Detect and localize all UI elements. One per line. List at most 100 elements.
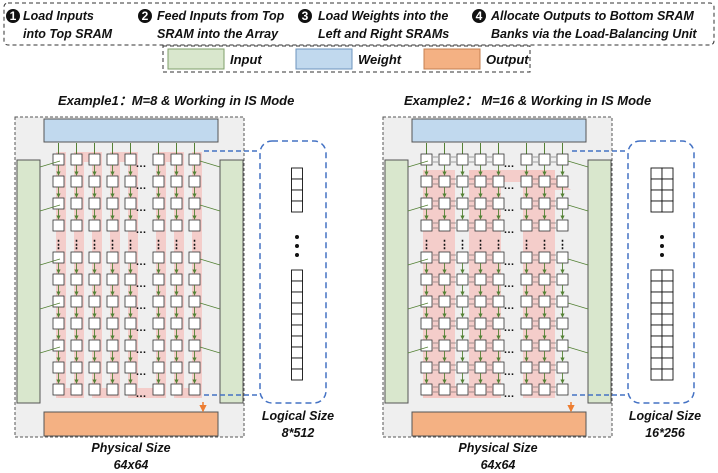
pe-cell xyxy=(474,317,487,330)
pe-cell xyxy=(538,383,551,396)
ellipsis: … xyxy=(136,224,147,236)
ellipsis: ⋮ xyxy=(53,239,64,251)
pe-cell xyxy=(492,175,505,188)
logical-cell xyxy=(661,302,674,315)
logical-cell xyxy=(291,280,303,293)
pe-cell xyxy=(520,219,533,232)
pe-cell xyxy=(152,219,165,232)
pe-cell xyxy=(420,219,433,232)
pe-cell xyxy=(106,383,119,396)
ellipsis: … xyxy=(504,158,515,170)
pe-cell xyxy=(188,273,201,286)
pe-cell xyxy=(106,361,119,374)
logical-cell xyxy=(291,178,303,191)
weight-line xyxy=(407,346,429,354)
logical-cell xyxy=(650,302,663,315)
pe-cell xyxy=(456,383,469,396)
pe-cell xyxy=(520,153,533,166)
right-sram-weight xyxy=(587,159,612,404)
pe-cell xyxy=(420,197,433,210)
pe-cell xyxy=(170,339,183,352)
legend-swatch-weight xyxy=(295,48,353,70)
pe-cell xyxy=(188,295,201,308)
pe-cell xyxy=(556,175,569,188)
logical-cell xyxy=(661,346,674,359)
pe-cell xyxy=(52,317,65,330)
pe-cell xyxy=(188,251,201,264)
weight-line xyxy=(39,302,61,310)
logical-cell xyxy=(291,335,303,348)
pe-cell xyxy=(188,219,201,232)
pe-cell xyxy=(88,317,101,330)
weight-line xyxy=(567,302,589,310)
pe-cell xyxy=(520,295,533,308)
pe-cell xyxy=(70,219,83,232)
pe-cell xyxy=(420,251,433,264)
pe-cell xyxy=(170,361,183,374)
step-number-badge xyxy=(298,9,312,23)
pe-cell xyxy=(70,175,83,188)
pe-cell xyxy=(474,197,487,210)
ellipsis: ⋮ xyxy=(493,239,504,251)
logical-cell xyxy=(291,313,303,326)
ellipsis: ⋮ xyxy=(439,239,450,251)
logical-cell xyxy=(661,313,674,326)
pe-cell xyxy=(124,219,137,232)
pe-cell xyxy=(438,153,451,166)
legend-label: Output xyxy=(486,52,529,67)
pe-cell xyxy=(88,197,101,210)
pe-cell xyxy=(88,361,101,374)
pe-cell xyxy=(474,175,487,188)
pe-cell xyxy=(538,317,551,330)
logical-ellipsis-dot xyxy=(660,244,664,248)
weight-line xyxy=(39,258,61,266)
logical-cell xyxy=(661,368,674,381)
top-sram-input xyxy=(43,118,219,143)
ellipsis: … xyxy=(504,278,515,290)
pe-cell xyxy=(474,361,487,374)
logical-cell xyxy=(661,357,674,370)
pe-cell xyxy=(124,197,137,210)
pe-cell xyxy=(152,153,165,166)
ellipsis: ⋮ xyxy=(153,239,164,251)
pe-array: ……………………………⋮⋮⋮⋮⋮⋮⋮⋮ xyxy=(39,143,221,400)
logical-cell xyxy=(291,200,303,213)
pe-cell xyxy=(556,295,569,308)
pe-cell xyxy=(520,251,533,264)
logical-cell xyxy=(650,324,663,337)
pe-cell xyxy=(152,317,165,330)
logical-cell xyxy=(650,189,663,202)
logical-size-label: Logical Size xyxy=(262,409,334,423)
logical-cell xyxy=(661,167,674,180)
physical-size-value: 64x64 xyxy=(481,458,516,472)
weight-line xyxy=(567,160,589,168)
ellipsis: ⋮ xyxy=(71,239,82,251)
logical-cell xyxy=(650,291,663,304)
pe-cell xyxy=(474,295,487,308)
logical-cell xyxy=(650,280,663,293)
weight-line xyxy=(39,346,61,354)
pe-cell xyxy=(106,339,119,352)
weight-line xyxy=(567,346,589,354)
step-line1: Load Weights into the xyxy=(318,9,448,23)
ellipsis: … xyxy=(504,256,515,268)
pe-cell xyxy=(106,251,119,264)
ellipsis: … xyxy=(504,366,515,378)
weight-line xyxy=(199,302,221,310)
pe-cell xyxy=(124,273,137,286)
pe-cell xyxy=(456,175,469,188)
ellipsis: ⋮ xyxy=(107,239,118,251)
pe-cell xyxy=(492,361,505,374)
pe-cell xyxy=(188,383,201,396)
pe-cell xyxy=(70,361,83,374)
pe-cell xyxy=(188,361,201,374)
physical-size-value: 64x64 xyxy=(114,458,149,472)
logical-cell xyxy=(661,269,674,282)
logical-cell xyxy=(650,335,663,348)
pe-cell xyxy=(556,197,569,210)
step-4: 4 Allocate Outputs to Bottom SRAM Banks … xyxy=(472,9,697,41)
logical-cell xyxy=(650,200,663,213)
pe-cell xyxy=(556,219,569,232)
step-line2: into Top SRAM xyxy=(23,27,113,41)
step-2: 2 Feed Inputs from Top SRAM into the Arr… xyxy=(138,9,285,41)
